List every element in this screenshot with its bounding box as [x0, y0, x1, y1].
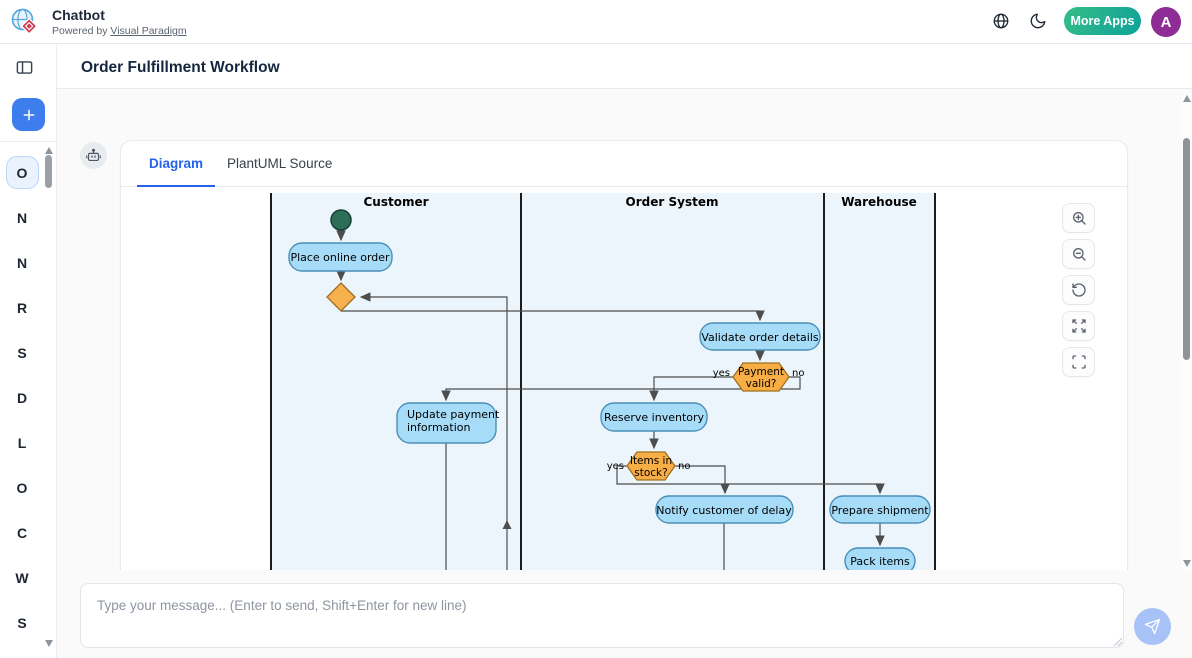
- plus-icon: [23, 109, 34, 120]
- conversation-item[interactable]: C: [16, 524, 28, 541]
- svg-text:Notify customer of delay: Notify customer of delay: [656, 504, 792, 517]
- conversation-item[interactable]: N: [16, 209, 28, 226]
- bot-avatar: [80, 142, 107, 169]
- diagram-message-card: Diagram PlantUML Source Customer: [120, 140, 1128, 570]
- page-header-divider: [0, 88, 1192, 89]
- flow-edges: [336, 230, 885, 570]
- zoom-out-icon: [1072, 248, 1086, 261]
- activity-place-online-order: Place online order: [288, 242, 393, 272]
- diagram-viewport[interactable]: Customer Order System Warehouse: [121, 187, 1127, 570]
- user-avatar[interactable]: A: [1151, 7, 1181, 37]
- message-input[interactable]: [80, 583, 1124, 648]
- send-button[interactable]: [1134, 608, 1171, 645]
- tab-plantuml-source[interactable]: PlantUML Source: [227, 155, 333, 171]
- selected-pill: [6, 156, 39, 189]
- sidebar-toggle-icon[interactable]: [13, 54, 41, 80]
- svg-text:Prepare shipment: Prepare shipment: [831, 504, 929, 517]
- visual-paradigm-logo-icon: [11, 8, 38, 35]
- activity-notify-customer-of-delay: Notify customer of delay: [655, 495, 794, 524]
- branch-label-no: no: [792, 368, 804, 379]
- merge-diamond: [326, 282, 356, 312]
- svg-text:stock?: stock?: [634, 467, 667, 479]
- reset-view-button[interactable]: [1062, 275, 1095, 305]
- visual-paradigm-link[interactable]: Visual Paradigm: [110, 25, 187, 37]
- lane-title-warehouse: Warehouse: [841, 195, 917, 209]
- conversation-item[interactable]: N: [16, 254, 28, 271]
- conversation-item[interactable]: L: [17, 434, 27, 451]
- sidebar-scrollbar[interactable]: [45, 155, 52, 188]
- diagram-toolbar: [1062, 203, 1095, 377]
- svg-text:Place online order: Place online order: [290, 251, 390, 264]
- send-icon: [1144, 618, 1161, 635]
- svg-text:information: information: [407, 421, 471, 434]
- start-node: [330, 209, 352, 231]
- top-header: Chatbot Powered by Visual Paradigm More …: [0, 0, 1192, 44]
- svg-text:Validate order details: Validate order details: [701, 331, 819, 344]
- conversation-item[interactable]: R: [16, 299, 28, 316]
- dark-mode-moon-icon[interactable]: [1029, 12, 1047, 30]
- conversation-item[interactable]: D: [16, 389, 28, 406]
- conversation-item[interactable]: S: [17, 614, 27, 631]
- scroll-down-icon[interactable]: [1183, 560, 1191, 567]
- resize-handle-icon[interactable]: [1112, 636, 1123, 647]
- decision-items-in-stock: Items in stock? yes no: [607, 451, 690, 481]
- tab-bar: Diagram PlantUML Source: [121, 141, 1127, 187]
- new-chat-button[interactable]: [12, 98, 45, 131]
- activity-update-payment-information: Update payment information: [396, 402, 500, 444]
- activity-pack-items: Pack items: [844, 547, 916, 570]
- expand-button[interactable]: [1062, 311, 1095, 341]
- activity-validate-order-details: Validate order details: [699, 322, 821, 351]
- conversation-item[interactable]: S: [17, 344, 27, 361]
- svg-text:valid?: valid?: [746, 378, 777, 390]
- lane-title-order-system: Order System: [626, 195, 719, 209]
- zoom-in-button[interactable]: [1062, 203, 1095, 233]
- sidebar-rail: O N N R S D L O C W S: [0, 44, 57, 658]
- conversation-item[interactable]: O: [0, 150, 44, 195]
- branch-label-no: no: [678, 461, 690, 472]
- bot-icon: [86, 148, 101, 162]
- activity-prepare-shipment: Prepare shipment: [829, 495, 931, 524]
- svg-text:Pack items: Pack items: [850, 555, 910, 568]
- conversation-list: O N N R S D L O C W S: [0, 150, 44, 645]
- scroll-up-icon[interactable]: [1183, 95, 1191, 102]
- branch-label-yes: yes: [607, 461, 624, 472]
- composer-bar: [0, 570, 1192, 658]
- app-title: Chatbot: [52, 7, 105, 23]
- branch-label-yes: yes: [713, 368, 730, 379]
- zoom-in-icon: [1072, 212, 1086, 225]
- more-apps-button[interactable]: More Apps: [1064, 7, 1141, 35]
- page-scrollbar-thumb[interactable]: [1183, 138, 1190, 360]
- decision-payment-valid: Payment valid? yes no: [713, 362, 804, 392]
- zoom-out-button[interactable]: [1062, 239, 1095, 269]
- lane-title-customer: Customer: [363, 195, 428, 209]
- conversation-item[interactable]: O: [16, 479, 28, 496]
- activity-diagram: Customer Order System Warehouse: [270, 193, 936, 570]
- powered-by: Powered by Visual Paradigm: [52, 25, 187, 37]
- scroll-up-icon[interactable]: [45, 147, 53, 154]
- svg-text:Items in: Items in: [630, 455, 672, 467]
- scroll-down-icon[interactable]: [45, 640, 53, 647]
- fullscreen-icon: [1071, 355, 1086, 369]
- svg-text:Reserve inventory: Reserve inventory: [604, 411, 705, 424]
- fullscreen-button[interactable]: [1062, 347, 1095, 377]
- svg-text:Payment: Payment: [738, 366, 784, 378]
- expand-icon: [1071, 319, 1086, 333]
- rail-divider: [0, 141, 57, 142]
- svg-text:Update payment: Update payment: [407, 408, 500, 421]
- page-header: Order Fulfillment Workflow: [57, 44, 1192, 88]
- globe-icon[interactable]: [992, 12, 1010, 30]
- tab-diagram[interactable]: Diagram: [137, 141, 216, 187]
- page-scrollbar[interactable]: [1182, 90, 1192, 572]
- activity-reserve-inventory: Reserve inventory: [600, 402, 708, 432]
- conversation-item[interactable]: W: [15, 569, 29, 586]
- reset-view-icon: [1071, 283, 1086, 297]
- page-title: Order Fulfillment Workflow: [81, 59, 280, 76]
